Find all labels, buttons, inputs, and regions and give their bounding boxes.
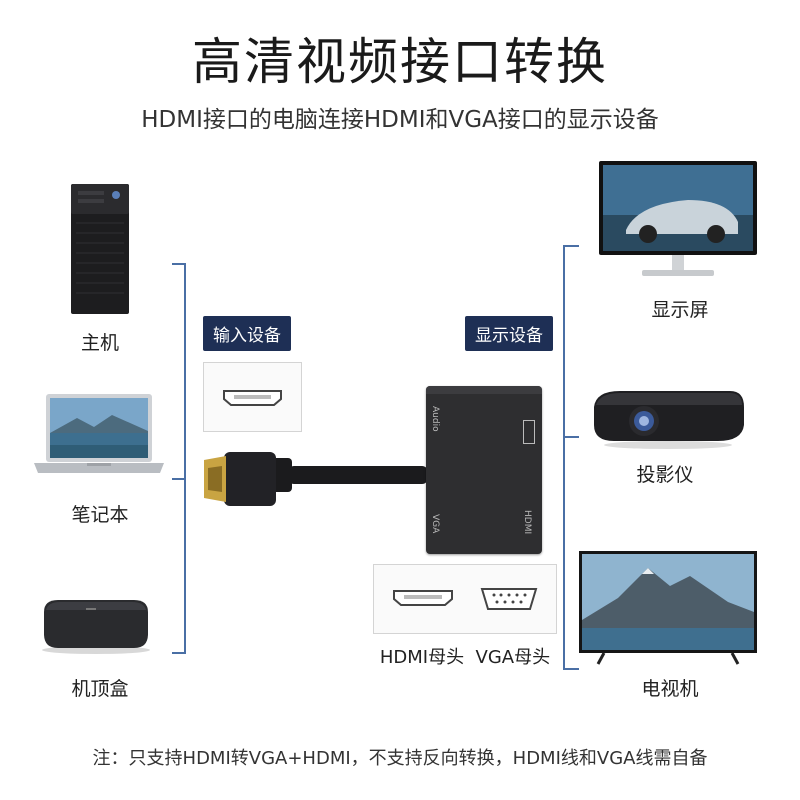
device-label-tv: 电视机	[641, 678, 699, 700]
hdmi-port-icon	[223, 390, 282, 406]
monitor-icon	[598, 160, 758, 284]
hdmi-cable	[198, 450, 438, 512]
female-connector-preview	[373, 564, 557, 634]
output-bracket-vertical	[563, 245, 565, 670]
output-bracket-tick-bottom	[563, 668, 579, 670]
audio-port-label: Audio	[430, 406, 440, 432]
output-bracket-tick-mid	[563, 436, 579, 438]
projector-icon	[590, 385, 746, 451]
desktop-tower-icon	[70, 183, 130, 315]
device-label-laptop: 笔记本	[71, 504, 129, 526]
input-bracket-tick-top	[172, 263, 186, 265]
page-title: 高清视频接口转换	[192, 33, 608, 91]
input-bracket-vertical	[184, 263, 186, 654]
adapter-top-edge	[426, 386, 542, 394]
input-bracket-tick-mid	[172, 478, 186, 480]
adapter-body: Audio HDMI VGA	[426, 386, 542, 554]
vga-port-label: VGA	[430, 514, 440, 534]
vga-port-icon	[523, 420, 535, 444]
hdmi-female-icon	[393, 590, 453, 606]
hdmi-port-preview	[203, 362, 302, 432]
hdmi-port-label: HDMI	[522, 510, 532, 535]
input-devices-badge: 输入设备	[203, 316, 291, 351]
input-bracket-tick-bottom	[172, 652, 186, 654]
device-label-set-top-box: 机顶盒	[71, 678, 129, 700]
tv-icon	[578, 550, 758, 666]
connector-caption: HDMI母头 VGA母头	[379, 647, 551, 668]
device-label-desktop: 主机	[80, 332, 119, 354]
output-bracket-tick-top	[563, 245, 579, 247]
device-label-projector: 投影仪	[636, 464, 694, 486]
page-subtitle: HDMI接口的电脑连接HDMI和VGA接口的显示设备	[141, 107, 659, 133]
vga-female-icon	[480, 588, 538, 610]
output-devices-badge: 显示设备	[465, 316, 553, 351]
device-label-monitor: 显示屏	[651, 299, 709, 321]
usage-note: 注：只支持HDMI转VGA+HDMI，不支持反向转换，HDMI线和VGA线需自备	[92, 748, 708, 769]
laptop-icon	[32, 393, 166, 479]
set-top-box-icon	[36, 598, 156, 656]
